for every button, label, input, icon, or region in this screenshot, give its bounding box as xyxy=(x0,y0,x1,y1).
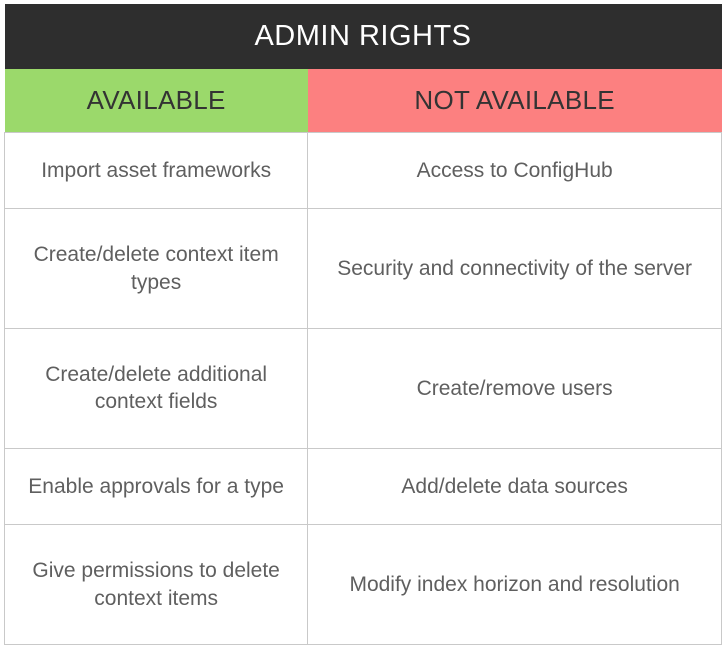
table-row: Enable approvals for a type Add/delete d… xyxy=(3,447,722,526)
cell-available: Enable approvals for a type xyxy=(3,447,309,526)
table-title-row: ADMIN RIGHTS xyxy=(4,4,722,69)
table-row: Create/delete additional context fields … xyxy=(3,328,722,449)
table-row: Give permissions to delete context items… xyxy=(3,524,722,645)
cell-not-available: Add/delete data sources xyxy=(307,447,722,526)
cell-available: Give permissions to delete context items xyxy=(3,524,309,645)
cell-available: Import asset frameworks xyxy=(3,131,309,210)
page-title: ADMIN RIGHTS xyxy=(4,4,722,69)
cell-not-available: Create/remove users xyxy=(307,328,722,449)
table-header-row: AVAILABLE NOT AVAILABLE xyxy=(4,69,722,133)
column-header-not-available: NOT AVAILABLE xyxy=(307,69,722,133)
column-header-available: AVAILABLE xyxy=(4,69,308,133)
table-row: Import asset frameworks Access to Config… xyxy=(3,131,722,210)
admin-rights-comparison-table: ADMIN RIGHTS AVAILABLE NOT AVAILABLE Imp… xyxy=(3,4,722,645)
cell-available: Create/delete additional context fields xyxy=(3,328,309,449)
cell-not-available: Modify index horizon and resolution xyxy=(307,524,722,645)
cell-available: Create/delete context item types xyxy=(3,208,309,330)
cell-not-available: Access to ConfigHub xyxy=(307,131,722,210)
cell-not-available: Security and connectivity of the server xyxy=(307,208,722,330)
table-row: Create/delete context item types Securit… xyxy=(3,208,722,330)
